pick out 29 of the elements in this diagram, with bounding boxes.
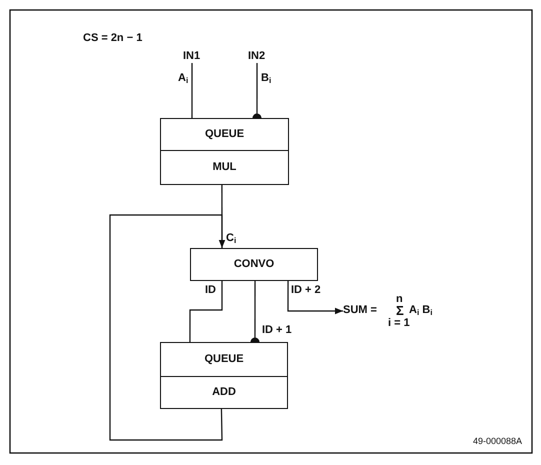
edge-label: ID + 1 bbox=[262, 325, 292, 336]
formula-text: Σ bbox=[396, 304, 404, 317]
box-label: MUL bbox=[212, 162, 236, 173]
connector bbox=[109, 214, 226, 441]
box-label: CONVO bbox=[234, 259, 274, 270]
formula-text: i = 1 bbox=[388, 318, 410, 329]
edge-label: A$_{i}$ bbox=[178, 73, 188, 85]
figure-number: 49-000088A bbox=[473, 437, 522, 446]
process-box bbox=[160, 150, 289, 185]
edge-label: B$_{i}$ bbox=[261, 73, 272, 85]
formula-note: CS = 2n − 1 bbox=[83, 33, 142, 44]
process-box bbox=[160, 376, 288, 409]
process-box bbox=[190, 248, 318, 281]
input-label: IN2 bbox=[248, 51, 266, 62]
process-box bbox=[160, 342, 288, 377]
box-label: ADD bbox=[212, 387, 236, 398]
connector bbox=[189, 281, 223, 342]
process-box bbox=[160, 118, 289, 151]
formula-text: A$_{i}$ B$_{i}$ bbox=[409, 305, 432, 317]
edge-label: ID + 2 bbox=[291, 285, 321, 296]
box-label: QUEUE bbox=[204, 129, 244, 140]
box-label: QUEUE bbox=[204, 354, 244, 365]
formula-text: SUM = bbox=[343, 305, 377, 316]
connector bbox=[191, 63, 193, 118]
edge-label: C$_{i}$ bbox=[226, 233, 236, 245]
edge-label: ID bbox=[205, 285, 216, 296]
connector bbox=[287, 281, 343, 314]
formula-text: n bbox=[396, 294, 403, 305]
input-label: IN1 bbox=[183, 51, 200, 62]
